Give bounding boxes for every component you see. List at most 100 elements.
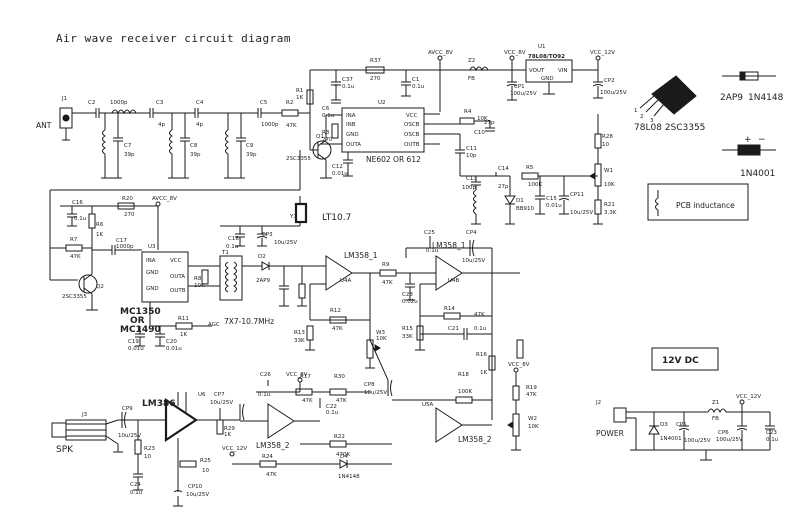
svg-text:10: 10 — [602, 142, 609, 148]
svg-text:0.1u: 0.1u — [326, 410, 338, 416]
svg-text:OUTA: OUTA — [170, 274, 185, 280]
svg-text:C20: C20 — [166, 339, 177, 345]
svg-text:AGC: AGC — [208, 322, 220, 328]
svg-text:270: 270 — [370, 76, 381, 82]
svg-text:0.1u: 0.1u — [322, 113, 334, 119]
svg-text:R9: R9 — [382, 262, 390, 268]
svg-text:100u/25V: 100u/25V — [716, 437, 743, 443]
power-rail-top: R37 270 AVCC_8V C37 0.1u C1 0.1u Z2 FB V… — [309, 44, 627, 112]
svg-text:C9: C9 — [246, 143, 254, 149]
svg-text:GND: GND — [146, 286, 159, 292]
svg-text:27p: 27p — [484, 120, 495, 126]
svg-text:U3: U3 — [148, 244, 156, 250]
svg-text:100K: 100K — [528, 182, 542, 188]
svg-text:2SC3355: 2SC3355 — [286, 156, 311, 162]
svg-text:CP1: CP1 — [514, 84, 525, 90]
svg-text:47K: 47K — [382, 280, 393, 286]
svg-text:C11: C11 — [466, 146, 477, 152]
svg-text:AVCC_8V: AVCC_8V — [152, 196, 177, 202]
svg-text:0.1u: 0.1u — [766, 437, 778, 443]
svg-text:47K: 47K — [336, 398, 347, 404]
svg-text:R3: R3 — [322, 130, 330, 136]
legend-pinout: 1 2 3 78L08 2SC3355 2AP9 1N4148 + − 1N40… — [634, 71, 784, 221]
svg-text:LT10.7: LT10.7 — [322, 213, 351, 223]
svg-text:NE602 OR 612: NE602 OR 612 — [366, 155, 421, 164]
svg-text:1N4148: 1N4148 — [748, 93, 784, 103]
svg-text:10K: 10K — [528, 424, 539, 430]
svg-text:Y1: Y1 — [289, 214, 297, 220]
svg-text:2AP9: 2AP9 — [720, 93, 743, 103]
svg-text:C1: C1 — [412, 77, 419, 83]
svg-text:47K: 47K — [302, 398, 313, 404]
svg-text:1000p: 1000p — [261, 122, 279, 128]
svg-text:VCC_8V: VCC_8V — [286, 372, 308, 378]
svg-text:0.1u: 0.1u — [474, 326, 486, 332]
svg-text:CP6: CP6 — [718, 430, 729, 436]
svg-text:1K: 1K — [96, 232, 103, 238]
svg-text:2SC3355: 2SC3355 — [62, 294, 87, 300]
svg-text:3: 3 — [650, 118, 654, 124]
svg-text:LM386: LM386 — [142, 399, 175, 409]
svg-text:47K: 47K — [474, 312, 485, 318]
svg-text:4p: 4p — [158, 122, 165, 128]
svg-text:78L08 2SC3355: 78L08 2SC3355 — [634, 123, 705, 133]
svg-text:OUTA: OUTA — [346, 142, 361, 148]
svg-text:47K: 47K — [70, 254, 81, 260]
svg-text:R23: R23 — [144, 446, 155, 452]
svg-text:10u/25V: 10u/25V — [364, 390, 387, 396]
svg-text:LM358_2: LM358_2 — [458, 435, 492, 444]
svg-text:VOUT: VOUT — [529, 68, 545, 74]
svg-text:VCC_8V: VCC_8V — [508, 362, 530, 368]
svg-text:C26: C26 — [260, 372, 271, 378]
svg-text:R1: R1 — [296, 88, 303, 94]
svg-text:10K: 10K — [194, 283, 205, 289]
svg-text:100u/25V: 100u/25V — [684, 438, 711, 444]
svg-text:10K: 10K — [376, 336, 387, 342]
svg-text:R28: R28 — [602, 134, 613, 140]
svg-text:BB910: BB910 — [516, 206, 535, 212]
svg-text:AVCC_8V: AVCC_8V — [428, 50, 453, 56]
svg-text:U4B: U4B — [448, 278, 460, 284]
svg-text:INA: INA — [346, 113, 356, 119]
svg-text:LM358_1: LM358_1 — [344, 251, 378, 260]
svg-text:100u/25V: 100u/25V — [600, 90, 627, 96]
svg-text:1: 1 — [634, 108, 638, 114]
svg-text:J2: J2 — [595, 400, 601, 406]
svg-text:1K: 1K — [480, 370, 487, 376]
svg-text:CP7: CP7 — [214, 392, 225, 398]
svg-text:CP11: CP11 — [570, 192, 584, 198]
svg-text:R37: R37 — [370, 58, 381, 64]
svg-text:R15: R15 — [402, 326, 413, 332]
output-stage: LM358_2 VCC_8V C26 0.1u R17 47K R30 47K … — [51, 372, 392, 507]
svg-text:W3: W3 — [376, 330, 385, 336]
svg-text:C13: C13 — [466, 176, 477, 182]
svg-text:C10: C10 — [474, 130, 485, 136]
svg-text:3.3K: 3.3K — [604, 210, 617, 216]
svg-text:C24: C24 — [130, 482, 141, 488]
svg-text:1000p: 1000p — [110, 100, 128, 106]
svg-text:39p: 39p — [190, 152, 201, 158]
svg-text:0.1u: 0.1u — [226, 244, 238, 250]
svg-text:W1: W1 — [604, 168, 613, 174]
svg-text:2AP9: 2AP9 — [256, 278, 271, 284]
svg-text:0.1u: 0.1u — [258, 392, 270, 398]
svg-text:C15: C15 — [546, 196, 557, 202]
antenna-input: ANT J1 — [36, 96, 96, 141]
svg-text:1K: 1K — [180, 332, 187, 338]
svg-text:VCC_8V: VCC_8V — [504, 50, 526, 56]
svg-text:0.01u: 0.01u — [128, 346, 144, 352]
svg-text:0.01u: 0.01u — [166, 346, 182, 352]
svg-text:INA: INA — [146, 258, 156, 264]
svg-text:C18: C18 — [228, 236, 239, 242]
svg-text:R22: R22 — [334, 434, 345, 440]
svg-text:C22: C22 — [326, 404, 337, 410]
ant-label: ANT — [36, 121, 52, 130]
svg-text:C37: C37 — [342, 77, 353, 83]
svg-text:47K: 47K — [286, 123, 297, 129]
svg-text:C21: C21 — [448, 326, 459, 332]
svg-text:GND: GND — [346, 132, 359, 138]
svg-text:Z1: Z1 — [712, 400, 719, 406]
svg-text:12V DC: 12V DC — [662, 356, 699, 366]
svg-text:C17: C17 — [116, 238, 127, 244]
j1-label: J1 — [61, 96, 67, 102]
